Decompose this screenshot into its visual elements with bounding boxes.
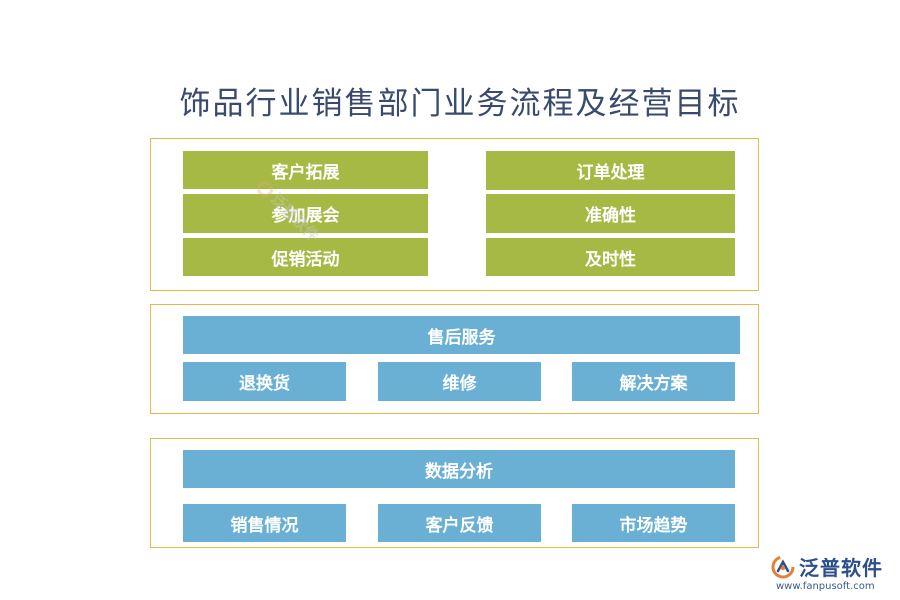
fanpu-logo-icon — [771, 555, 795, 579]
brand-url: www.fanpusoft.com — [776, 581, 875, 592]
box-customer-expansion: 客户拓展 — [183, 151, 428, 189]
panel-data-analysis — [150, 438, 759, 548]
box-market-trend: 市场趋势 — [572, 504, 735, 542]
box-order-processing: 订单处理 — [486, 151, 735, 190]
box-after-sales-header: 售后服务 — [183, 316, 740, 354]
brand-name: 泛普软件 — [799, 556, 883, 580]
page-title: 饰品行业销售部门业务流程及经营目标 — [179, 86, 741, 122]
panel-sales — [150, 138, 759, 291]
box-timeliness: 及时性 — [486, 238, 735, 276]
box-sales-status: 销售情况 — [183, 504, 346, 542]
box-repair: 维修 — [378, 362, 541, 401]
box-accuracy: 准确性 — [486, 194, 735, 233]
box-customer-feedback: 客户反馈 — [378, 504, 541, 542]
box-data-analysis-header: 数据分析 — [183, 450, 735, 488]
box-promotion: 促销活动 — [183, 238, 428, 276]
brand-logo: 泛普软件 www.fanpusoft.com — [770, 552, 895, 596]
box-exhibition: 参加展会 — [183, 194, 428, 233]
box-solution: 解决方案 — [572, 362, 735, 401]
box-return-exchange: 退换货 — [183, 362, 346, 401]
panel-after-sales — [150, 304, 759, 414]
